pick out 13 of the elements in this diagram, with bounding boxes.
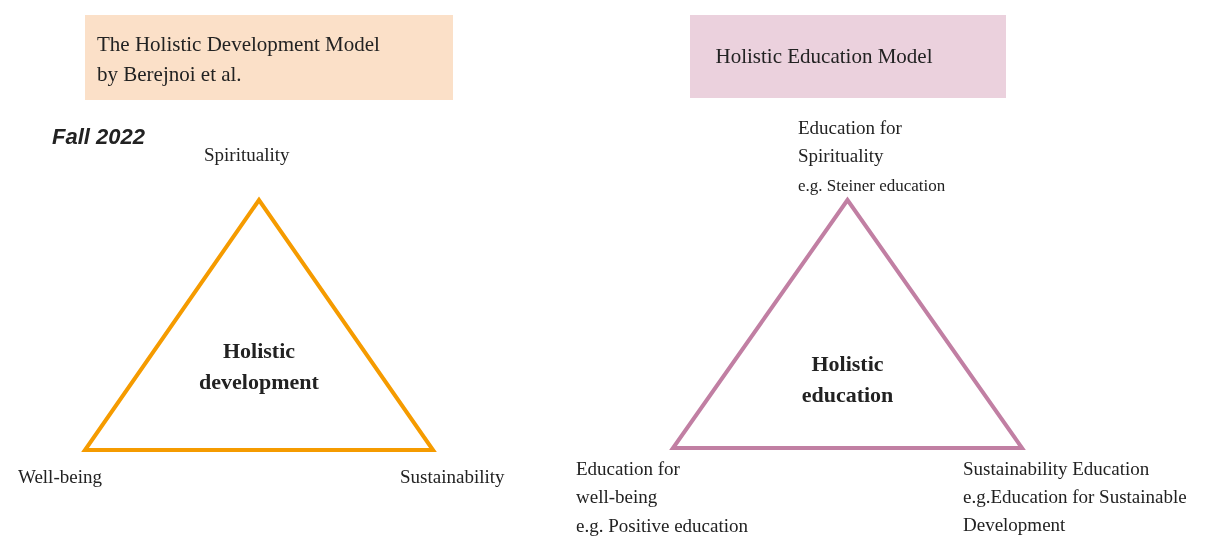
vertex-label: e.g. Steiner education xyxy=(798,175,946,197)
title-box: Holistic Education Model xyxy=(690,15,1006,98)
title-box: The Holistic Development Model by Berejnoi et al. xyxy=(85,15,453,100)
center-label: Holistic development xyxy=(198,337,320,396)
vertex-label: Spirituality xyxy=(204,143,290,167)
vertex-label: Well-being xyxy=(18,465,102,489)
vertex-label: e.g. Positive education xyxy=(576,514,749,538)
vertex-label: e.g.Education for Sustainable Development xyxy=(963,485,1188,537)
vertex-label: Sustainability Education xyxy=(963,457,1150,481)
date-label: Fall 2022 xyxy=(52,123,145,151)
vertex-label: Education for Spirituality xyxy=(798,116,903,168)
vertex-label: Sustainability xyxy=(400,465,505,489)
center-label: Holistic education xyxy=(800,350,895,409)
